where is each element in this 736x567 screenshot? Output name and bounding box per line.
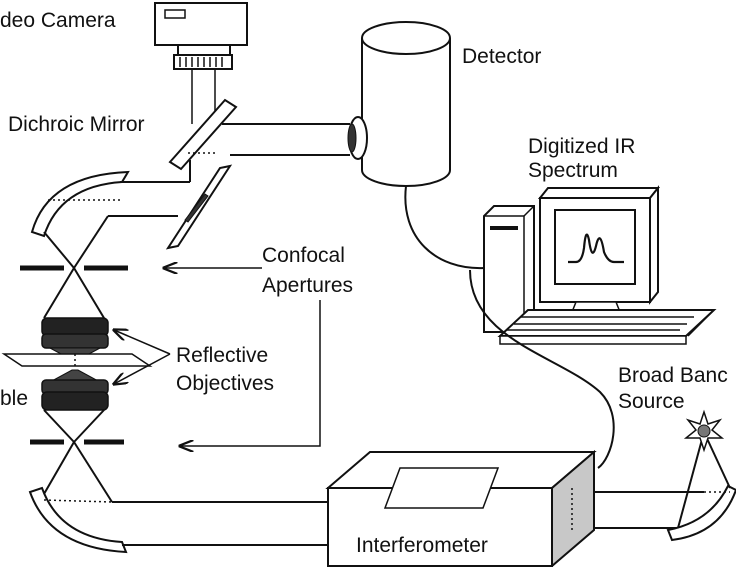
lower-diverge-right: [73, 441, 113, 503]
broad-band-source-star: [683, 409, 725, 453]
broad-band-label-line2: Source: [618, 390, 685, 413]
confocal-label-line2: Apertures: [262, 274, 353, 297]
upper-objective: [41, 317, 109, 361]
detector-label: Detector: [462, 45, 541, 68]
sample-label: ble: [0, 387, 28, 410]
ir-spectrum-trace: [568, 233, 624, 264]
sample-plane: [1, 353, 153, 367]
interferometer-label: Interferometer: [356, 534, 488, 557]
reflective-arrow-upper: [114, 330, 171, 355]
video-camera: [154, 2, 248, 70]
detector: [347, 21, 451, 187]
upper-diverge-left: [43, 267, 75, 319]
dichroic-mirror-label: Dichroic Mirror: [8, 113, 145, 136]
lower-converge-right: [73, 409, 105, 443]
confocal-label-line1: Confocal: [262, 244, 345, 267]
video-camera-label: deo Camera: [0, 9, 116, 32]
reflective-label-line1: Reflective: [176, 344, 268, 367]
source-cone-right: [703, 431, 731, 489]
detector-cable: [404, 185, 485, 270]
computer-tower: [483, 205, 535, 333]
source-cone-left: [677, 431, 705, 529]
upper-diverge-right: [73, 267, 105, 319]
interferometer-cable: [469, 269, 615, 469]
lower-concave-mirror: [28, 486, 128, 554]
upper-slide: [165, 164, 233, 250]
lower-mirror-focal-dots: [43, 499, 113, 503]
lower-objective: [41, 369, 109, 411]
upper-cone-left: [43, 231, 75, 269]
digitized-ir-label-line1: Digitized IR: [528, 135, 635, 158]
source-mirror: [666, 484, 736, 542]
digitized-ir-label-line2: Spectrum: [528, 159, 618, 182]
upper-concave-mirror: [30, 170, 130, 238]
reflective-arrow-lower: [114, 353, 171, 384]
upper-cone-right: [73, 215, 109, 269]
computer-monitor: [537, 185, 661, 313]
confocal-arrow-lower: [180, 300, 321, 446]
dichroic-mirror: [168, 98, 238, 171]
reflective-label-line2: Objectives: [176, 372, 274, 395]
lower-converge-left: [43, 409, 75, 443]
interferometer: [325, 449, 597, 567]
lower-diverge-left: [43, 441, 75, 495]
computer-keyboard: [497, 309, 717, 345]
broad-band-label-line1: Broad Banc: [618, 364, 728, 387]
